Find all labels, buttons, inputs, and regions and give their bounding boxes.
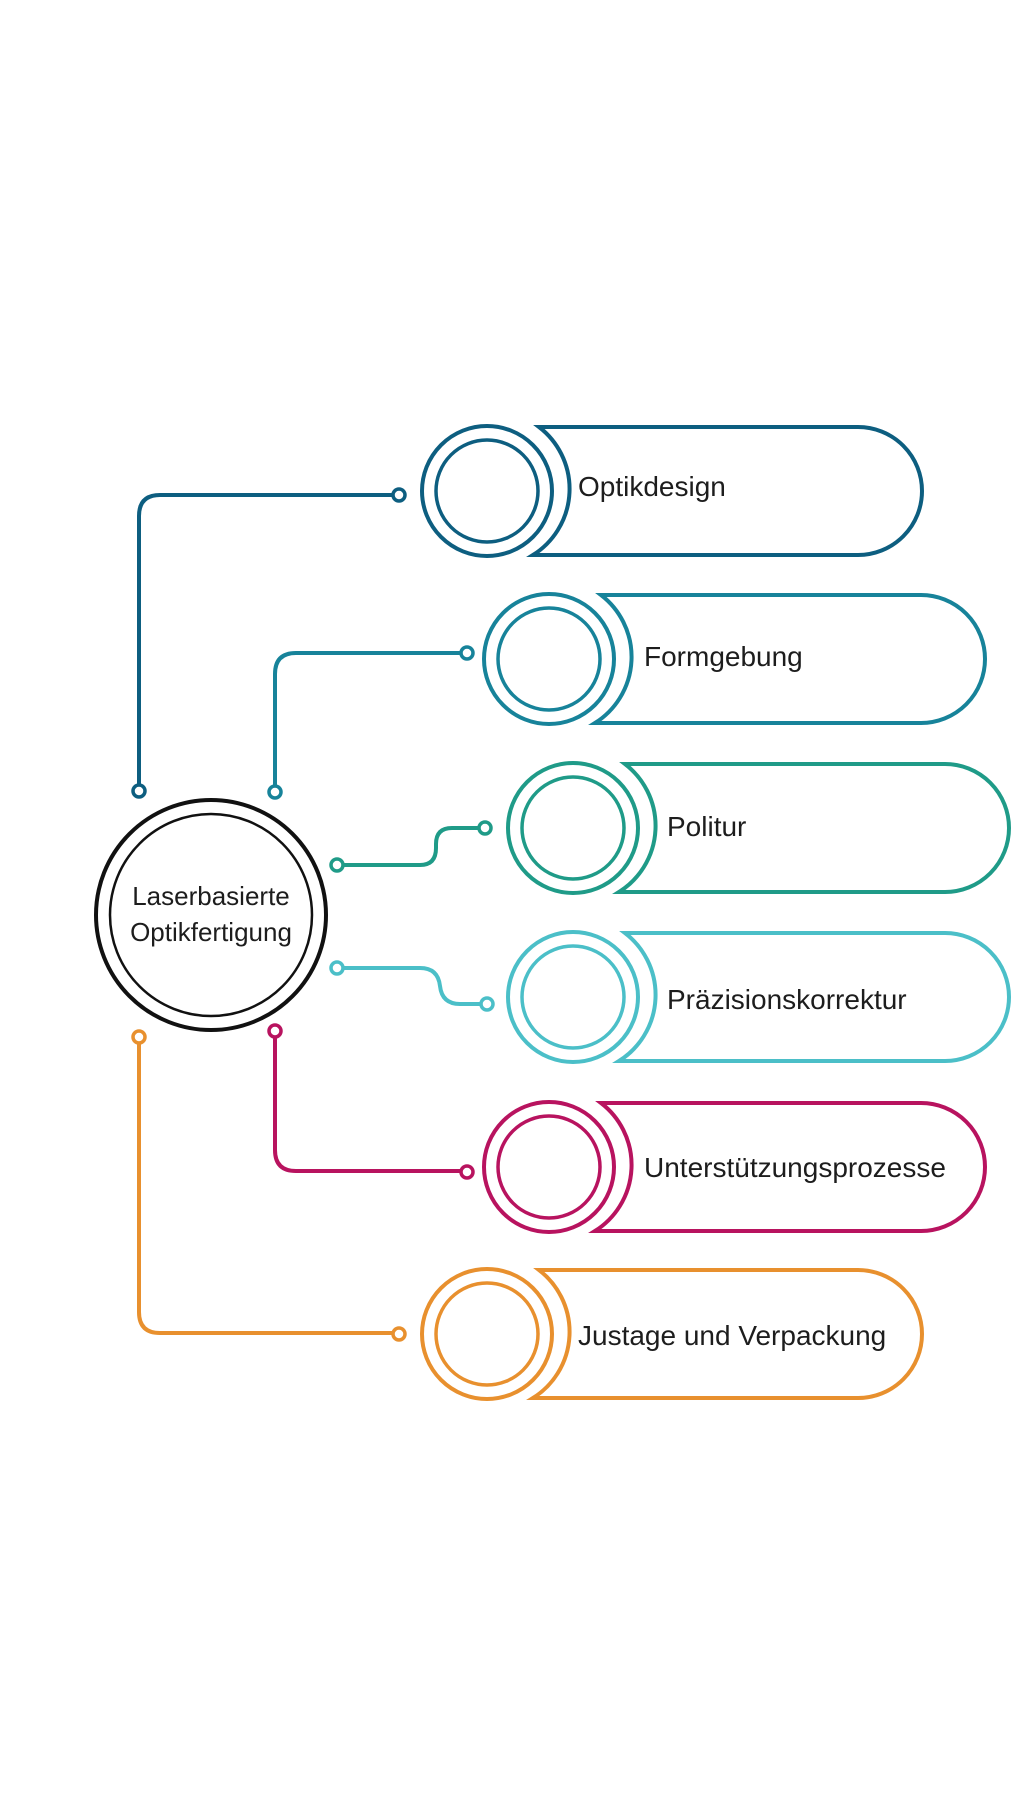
branch-pill <box>588 593 987 725</box>
center-node: Laserbasierte Optikfertigung <box>94 798 328 1032</box>
branch-unterstuetzungsprozesse: Unterstützungsprozesse <box>482 1100 987 1234</box>
branch-optikdesign: Optikdesign <box>420 424 924 558</box>
ring-icon <box>482 1100 616 1234</box>
branch-praezisionskorrektur: Präzisionskorrektur <box>506 930 1011 1064</box>
connector-dot <box>329 960 345 976</box>
connector-praezisionskorrektur <box>335 966 488 1006</box>
ring-icon <box>506 761 640 895</box>
connectors <box>137 493 488 1335</box>
center-title-line-1: Laserbasierte <box>132 881 290 911</box>
center-title-line-2: Optikfertigung <box>130 917 292 947</box>
branch-formgebung: Formgebung <box>482 592 987 726</box>
branch-justage-und-verpackung: Justage und Verpackung <box>420 1267 924 1401</box>
connector-dot <box>329 857 345 873</box>
connector-dot <box>131 1029 147 1045</box>
ring-icon-inner <box>434 1281 540 1387</box>
connector-dots <box>131 487 495 1342</box>
branch-pill <box>612 931 1011 1063</box>
branch-label-politur: Politur <box>667 811 746 842</box>
ring-icon <box>482 592 616 726</box>
connector-optikdesign <box>137 493 400 792</box>
branch-label-formgebung: Formgebung <box>644 641 803 672</box>
branch-pill <box>526 1268 924 1400</box>
ring-icon <box>506 930 640 1064</box>
branch-pill <box>612 762 1011 894</box>
connector-dot <box>459 1164 475 1180</box>
ring-icon <box>420 1267 554 1401</box>
branch-label-praezisionskorrektur: Präzisionskorrektur <box>667 984 907 1015</box>
branch-label-justage-und-verpackung: Justage und Verpackung <box>578 1320 886 1351</box>
connector-dot <box>267 1023 283 1039</box>
connector-justage <box>137 1034 400 1335</box>
branch-pill <box>588 1101 987 1233</box>
ring-icon-inner <box>520 944 626 1050</box>
branch-politur: Politur <box>506 761 1011 895</box>
connector-dot <box>267 784 283 800</box>
connector-politur <box>335 826 486 867</box>
ring-icon-inner <box>496 606 602 712</box>
ring-icon-inner <box>496 1114 602 1220</box>
ring-icon-inner <box>520 775 626 881</box>
ring-icon <box>420 424 554 558</box>
branch-label-unterstuetzungsprozesse: Unterstützungsprozesse <box>644 1152 946 1183</box>
connector-dot <box>479 996 495 1012</box>
connector-unterstuetzungsprozesse <box>273 1030 468 1173</box>
branch-label-optikdesign: Optikdesign <box>578 471 726 502</box>
connector-dot <box>131 783 147 799</box>
connector-formgebung <box>273 651 468 792</box>
connector-dot <box>459 645 475 661</box>
connector-dot <box>391 1326 407 1342</box>
branch-pill <box>526 425 924 557</box>
connector-dot <box>391 487 407 503</box>
ring-icon-inner <box>434 438 540 544</box>
connector-dot <box>477 820 493 836</box>
